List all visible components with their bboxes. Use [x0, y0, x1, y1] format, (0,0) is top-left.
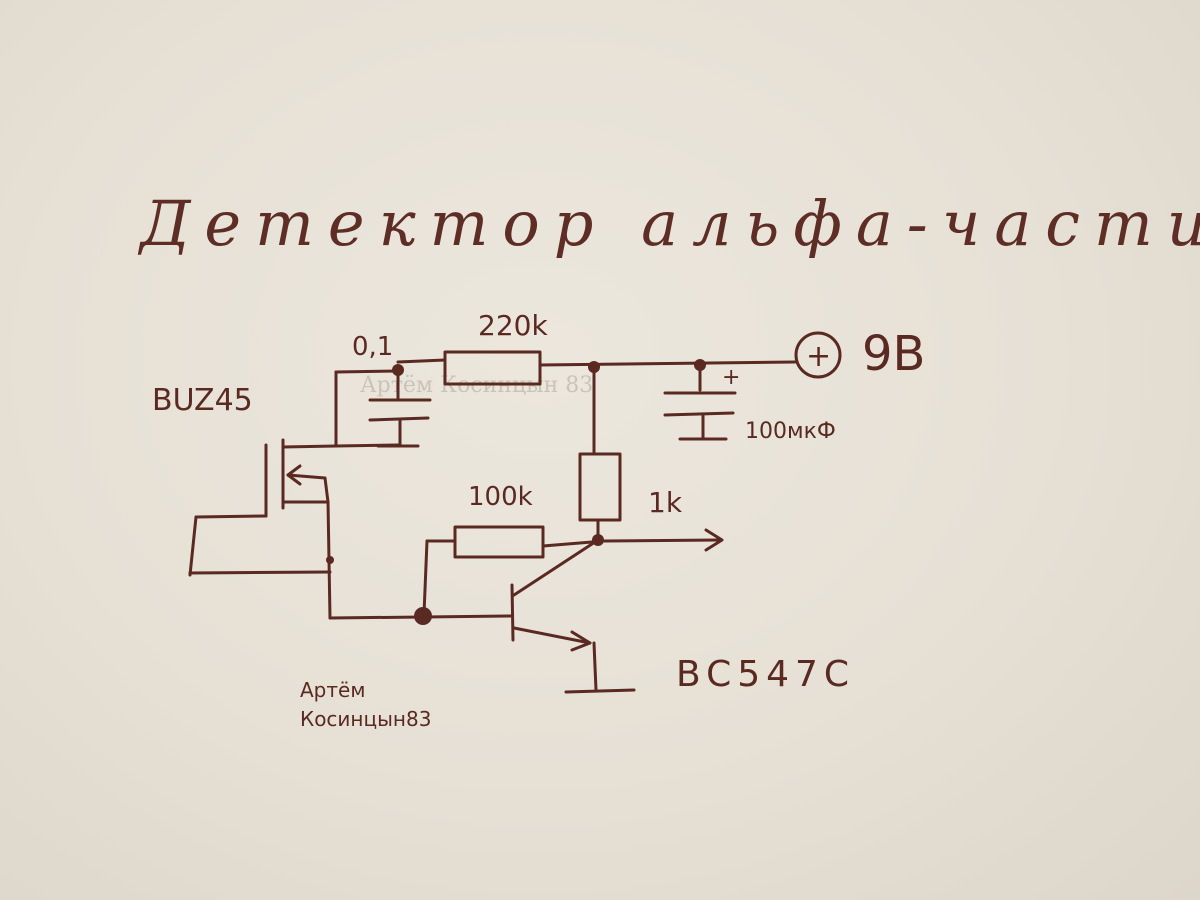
label-buz45: BUZ45 [152, 383, 253, 418]
transistor-bc547c [510, 540, 636, 694]
label-resistor-220k: 220k [478, 309, 548, 342]
label-resistor-100k: 100k [468, 482, 533, 512]
label-resistor-1k: 1k [648, 486, 683, 519]
supply-terminal: + [794, 331, 842, 379]
label-bc547c: BC547C [676, 654, 855, 695]
supply-sign: + [806, 339, 831, 374]
junction-base [414, 607, 432, 625]
label-capacitor-input: 0,1 [352, 332, 393, 362]
transistor-buz45 [188, 369, 400, 620]
capacitor-input [368, 368, 432, 448]
base-line [328, 607, 514, 625]
junction-source [326, 556, 334, 564]
capacitor-supply: + [663, 363, 740, 441]
resistor-1k [578, 452, 622, 522]
label-supply-9v: 9В [862, 326, 925, 382]
label-author-name: Артём [300, 678, 365, 702]
diagram-title: Детектор альфа-частиц [137, 187, 1200, 260]
capacitor-polarity-sign: + [722, 365, 740, 390]
resistor-100k-group [422, 525, 594, 616]
resistor-100k [453, 525, 545, 559]
label-capacitor-100uf: 100мкФ [745, 419, 836, 444]
output-arrow [602, 528, 724, 552]
label-author-surname: Косинцын83 [300, 707, 431, 731]
resistor-220k [443, 350, 542, 386]
